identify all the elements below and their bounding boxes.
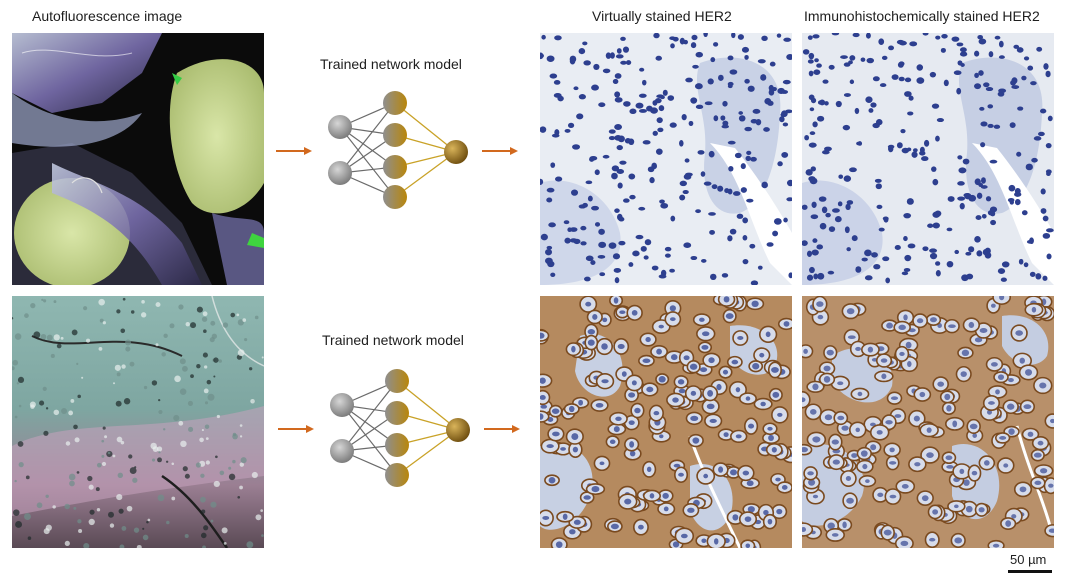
virtual-stain-title: Virtually stained HER2 <box>592 8 732 24</box>
neural-network-diagram-bottom <box>330 369 470 487</box>
scale-bar <box>1008 570 1052 573</box>
arrow-right-icon <box>276 147 312 155</box>
neural-network-diagram-top <box>328 91 468 209</box>
ihc-stain-image-bottom <box>802 296 1054 548</box>
scale-bar-label: 50 µm <box>1010 552 1047 567</box>
virtual-stain-image-bottom <box>540 296 792 548</box>
autofluorescence-image-bottom <box>12 296 264 548</box>
ihc-stain-image-top <box>802 33 1054 285</box>
network-model-label-top: Trained network model <box>320 56 462 72</box>
virtual-stain-image-top <box>540 33 792 285</box>
arrow-right-icon <box>482 147 518 155</box>
arrow-right-icon <box>484 425 520 433</box>
arrow-right-icon <box>278 425 314 433</box>
ihc-stain-title: Immunohistochemically stained HER2 <box>804 8 1040 24</box>
autofluorescence-image-top <box>12 33 264 285</box>
network-model-label-bottom: Trained network model <box>322 332 464 348</box>
autofluorescence-title: Autofluorescence image <box>32 8 183 24</box>
